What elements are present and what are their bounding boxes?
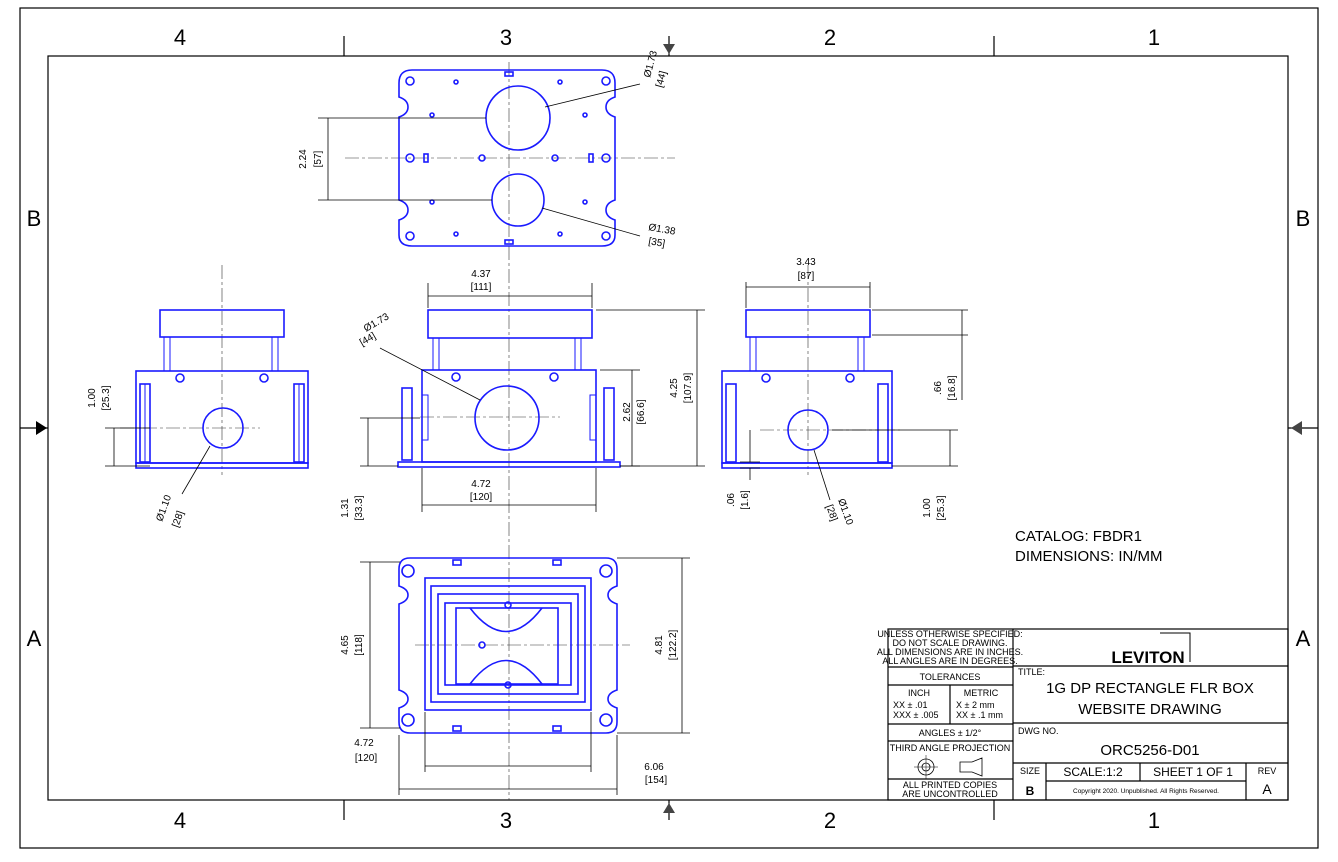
printed-copies-2: ARE UNCONTROLLED [902,789,998,799]
front-topw-mm: [111] [471,282,492,293]
rev-value: A [1262,781,1272,797]
front-d-mm: [44] [358,331,378,349]
right-center-arrow [1291,421,1302,435]
right-h-in: .66 [933,381,944,395]
left-center-arrow [36,421,47,435]
drawing-title-1: 1G DP RECTANGLE FLR BOX [1046,680,1254,697]
bottom-h2-in: 4.81 [654,635,665,655]
front-side-mm: [33.3] [354,495,365,520]
front-h2-in: 4.25 [669,378,680,398]
scale-value: SCALE:1:2 [1063,765,1123,779]
bottom-w1-in: 4.72 [354,738,374,749]
dwg-label: DWG NO. [1018,726,1059,736]
size-label: SIZE [1020,766,1040,776]
left-h-in: 1.00 [87,388,98,408]
zone-top-4: 4 [174,25,186,50]
right-view: 3.43 [87] .66 [16.8] .06 [1.6] Ø1.10 [28… [721,257,968,527]
left-view: 1.00 [25.3] Ø1.10 [28] [87,265,309,529]
zone-bottom-3: 3 [500,808,512,833]
zone-left-b: B [27,206,42,231]
front-h1-mm: [66.6] [636,399,647,424]
zone-right-b: B [1296,206,1311,231]
dim-d1-mm: [44] [654,70,669,89]
leviton-logo: LEVITON [1111,632,1191,667]
bottom-center-arrow [663,803,675,813]
angles-label: ANGLES ± 1/2° [919,728,982,738]
size-value: B [1026,784,1035,798]
zone-top-3: 3 [500,25,512,50]
left-d-in: Ø1.10 [154,493,174,523]
right-w-in: 3.43 [796,257,816,268]
top-view: 2.24 [57] Ø1.73 [44] Ø1.38 [35] [298,49,677,800]
rev-label: REV [1258,766,1277,776]
right-w-mm: [87] [798,271,815,282]
metric-label: METRIC [964,688,999,698]
inch-label: INCH [908,688,930,698]
catalog-note: CATALOG: FBDR1 [1015,528,1142,545]
projection-label: THIRD ANGLE PROJECTION [890,743,1011,753]
top-center-arrow [663,44,675,54]
front-side-in: 1.31 [340,498,351,518]
dim-d2-mm: [35] [647,236,666,250]
bottom-w1-mm: [120] [355,753,377,764]
right-h-mm: [16.8] [947,375,958,400]
front-h1-in: 2.62 [622,402,633,422]
zone-bottom-4: 4 [174,808,186,833]
left-d-mm: [28] [170,509,186,529]
metric-xx: XX ± .1 mm [956,710,1003,720]
unless-line-2: DO NOT SCALE DRAWING. [892,638,1007,648]
dim-d2-in: Ø1.38 [647,222,676,238]
third-angle-projection-icon [914,755,983,779]
bottom-h1-in: 4.65 [340,635,351,655]
right-d-in: Ø1.10 [835,497,855,527]
left-h-mm: [25.3] [101,385,112,410]
dim-spacing-mm: [57] [313,150,324,167]
bottom-view: 4.65 [118] 4.81 [122.2] 4.72 [120] 6.06 … [340,557,690,795]
dimensions-note: DIMENSIONS: IN/MM [1015,548,1163,565]
front-topw-in: 4.37 [471,269,491,280]
bottom-h2-mm: [122.2] [668,629,679,660]
zone-right-a: A [1296,626,1311,651]
front-botw-mm: [120] [470,492,492,503]
right-small-mm: [1.6] [740,490,751,510]
zone-bottom-2: 2 [824,808,836,833]
front-botw-in: 4.72 [471,479,491,490]
dwg-number: ORC5256-D01 [1100,742,1199,759]
metric-x: X ± 2 mm [956,700,994,710]
zone-top-1: 1 [1148,25,1160,50]
right-b-in: 1.00 [922,498,933,518]
title-block: UNLESS OTHERWISE SPECIFIED: DO NOT SCALE… [877,628,1289,801]
unless-line-4: ALL ANGLES ARE IN DEGREES. [882,656,1017,666]
front-d-in: Ø1.73 [362,311,391,334]
drawing-title-2: WEBSITE DRAWING [1078,701,1222,718]
inch-xx: XX ± .01 [893,700,927,710]
printed-copies-1: ALL PRINTED COPIES [903,780,997,790]
bottom-w2-in: 6.06 [644,762,664,773]
title-label: TITLE: [1018,667,1045,677]
bottom-w2-mm: [154] [645,775,667,786]
right-small-in: .06 [726,493,737,507]
zone-left-a: A [27,626,42,651]
copyright-text: Copyright 2020. Unpublished. All Rights … [1073,788,1219,795]
right-d-mm: [28] [823,503,839,523]
right-b-mm: [25.3] [936,495,947,520]
svg-text:LEVITON: LEVITON [1111,648,1184,667]
zone-top-2: 2 [824,25,836,50]
dim-spacing-in: 2.24 [298,149,309,169]
unless-line-1: UNLESS OTHERWISE SPECIFIED: [877,629,1022,639]
zone-bottom-1: 1 [1148,808,1160,833]
front-h2-mm: [107.9] [683,372,694,403]
tolerances-label: TOLERANCES [920,672,981,682]
unless-line-3: ALL DIMENSIONS ARE IN INCHES. [877,647,1023,657]
front-view: 4.37 [111] Ø1.73 [44] 2.62 [66.6] 4.25 [… [340,269,705,521]
bottom-h1-mm: [118] [354,634,365,656]
inch-xxx: XXX ± .005 [893,710,938,720]
sheet-value: SHEET 1 OF 1 [1153,765,1233,779]
